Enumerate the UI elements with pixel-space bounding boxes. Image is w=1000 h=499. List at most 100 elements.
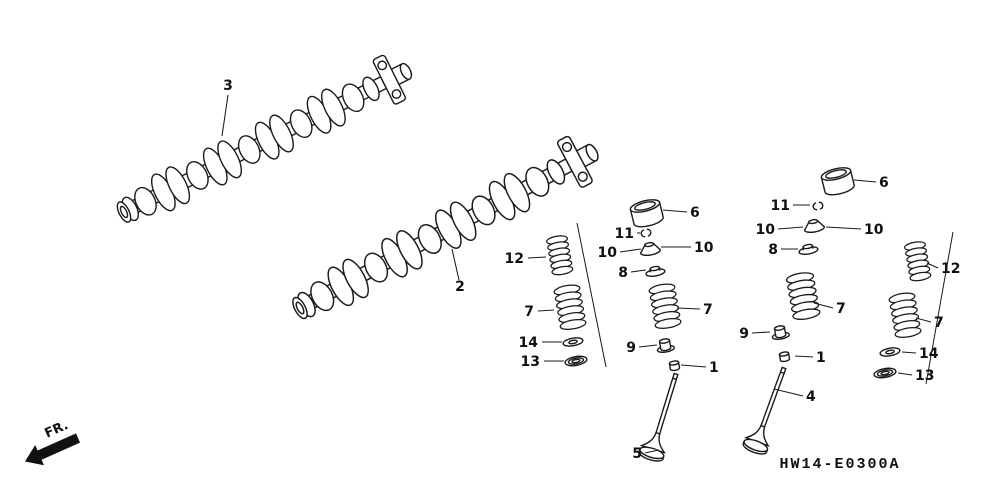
- leader-line: [853, 179, 877, 183]
- callout-seal13-left: 13: [521, 354, 564, 370]
- leader-line: [537, 309, 555, 312]
- callout-washer14-left: 14: [519, 335, 562, 351]
- spring-seat-icon: [797, 242, 820, 257]
- camshaft-3-body: [108, 47, 421, 237]
- callout-camshaft-2: 2: [451, 248, 465, 295]
- divider-line-left: [576, 222, 607, 368]
- leader-line: [619, 248, 642, 253]
- callout-label: 7: [524, 304, 534, 320]
- camshaft-3: [108, 47, 421, 237]
- callout-spring7-middle: 7: [676, 302, 713, 318]
- leader-line: [644, 449, 660, 454]
- callout-seat8-right: 8: [768, 242, 798, 258]
- leader-line: [825, 226, 862, 230]
- outer-valve-spring-icon: [552, 282, 588, 332]
- seal-washer-icon: [563, 354, 589, 368]
- divider-lines: [576, 222, 954, 385]
- callout-retainer10-middle-right: 10: [661, 240, 714, 256]
- callout-washer14-farright: 14: [901, 346, 939, 362]
- leader-line: [897, 372, 913, 376]
- leader-line: [926, 262, 939, 269]
- spring-set-left: [545, 233, 589, 368]
- leader-line: [777, 226, 804, 230]
- fr-direction-marker: FR.: [25, 418, 80, 466]
- callout-label: 12: [941, 261, 960, 277]
- callout-label: 1: [709, 360, 719, 376]
- callout-label: 13: [521, 354, 540, 370]
- leader-line: [751, 331, 771, 334]
- intake-valve-icon: [741, 363, 797, 458]
- leader-line: [451, 248, 460, 281]
- spring-retainer-icon: [802, 217, 826, 235]
- valve-assembly-middle: [628, 196, 689, 465]
- spring-seat-icon: [644, 264, 667, 279]
- stem-seal-icon: [655, 336, 676, 355]
- callout-valve5: 5: [632, 446, 660, 462]
- leader-line: [221, 94, 229, 137]
- callout-spring7-left: 7: [524, 304, 555, 320]
- callout-label: 10: [598, 245, 618, 261]
- callout-label: 4: [806, 389, 816, 405]
- leader-line: [773, 388, 804, 397]
- stem-seal-icon: [770, 323, 791, 342]
- callout-label: 11: [771, 198, 790, 214]
- callout-cotter11-right: 11: [771, 198, 810, 214]
- inner-valve-spring-icon: [903, 239, 933, 283]
- callout-retainer10-right-right: 10: [825, 222, 884, 238]
- leader-line: [662, 209, 688, 213]
- callout-seal13-farright: 13: [897, 368, 934, 384]
- callout-label: 7: [703, 302, 713, 318]
- callout-lifter6-right: 6: [853, 175, 889, 191]
- valve-guide-icon: [778, 350, 791, 363]
- callout-label: 8: [768, 242, 778, 258]
- callouts: 3 2 12 7 14 13 6 11: [221, 78, 960, 462]
- callout-label: 12: [505, 251, 524, 267]
- valve-cotter-icon: [639, 228, 653, 238]
- callout-camshaft-3: 3: [221, 78, 233, 137]
- leader-line: [794, 355, 814, 358]
- callout-label: 6: [879, 175, 889, 191]
- exhaust-valve-icon: [637, 369, 689, 465]
- callout-seat8-middle: 8: [618, 265, 647, 281]
- fr-arrow-icon: [25, 433, 80, 466]
- seal-washer-icon: [872, 366, 898, 380]
- callout-label: 8: [618, 265, 628, 281]
- divider-line-right: [925, 231, 954, 385]
- callout-label: 3: [223, 78, 233, 94]
- valve-cotter-icon: [811, 201, 825, 211]
- callout-label: 7: [934, 315, 944, 331]
- valve-spring-icon: [647, 281, 683, 331]
- spring-seat-washer-icon: [561, 335, 585, 349]
- callout-lifter6-middle: 6: [662, 205, 700, 221]
- callout-guide1-middle: 1: [680, 360, 719, 376]
- callout-spring7-right: 7: [813, 301, 846, 317]
- callout-label: 7: [836, 301, 846, 317]
- valve-lifter-icon: [819, 164, 857, 198]
- leader-line: [527, 256, 547, 259]
- spring-retainer-icon: [638, 240, 662, 258]
- callout-label: 14: [519, 335, 539, 351]
- callout-label: 9: [739, 326, 749, 342]
- leader-line: [630, 269, 647, 273]
- outer-valve-spring-icon: [887, 290, 923, 340]
- callout-retainer10-middle-left: 10: [598, 245, 642, 261]
- callout-valve4: 4: [773, 388, 816, 405]
- leader-line: [915, 317, 932, 323]
- leader-line: [813, 302, 834, 309]
- valve-guide-icon: [668, 359, 681, 372]
- callout-label: 5: [632, 446, 642, 462]
- callout-guide1-right: 1: [794, 350, 826, 366]
- callout-label: 11: [615, 226, 634, 242]
- diagram-code: HW14-E0300A: [779, 456, 900, 473]
- callout-label: 10: [864, 222, 884, 238]
- callout-retainer10-right-left: 10: [756, 222, 804, 238]
- callout-label: 14: [919, 346, 939, 362]
- callout-label: 6: [690, 205, 700, 221]
- callout-spring7-farright: 7: [915, 315, 944, 331]
- valve-lifter-icon: [628, 196, 666, 230]
- leader-line: [638, 344, 658, 348]
- callout-label: 2: [455, 279, 465, 295]
- callout-spring12-left: 12: [505, 251, 547, 267]
- callout-spring12-farright: 12: [926, 261, 960, 277]
